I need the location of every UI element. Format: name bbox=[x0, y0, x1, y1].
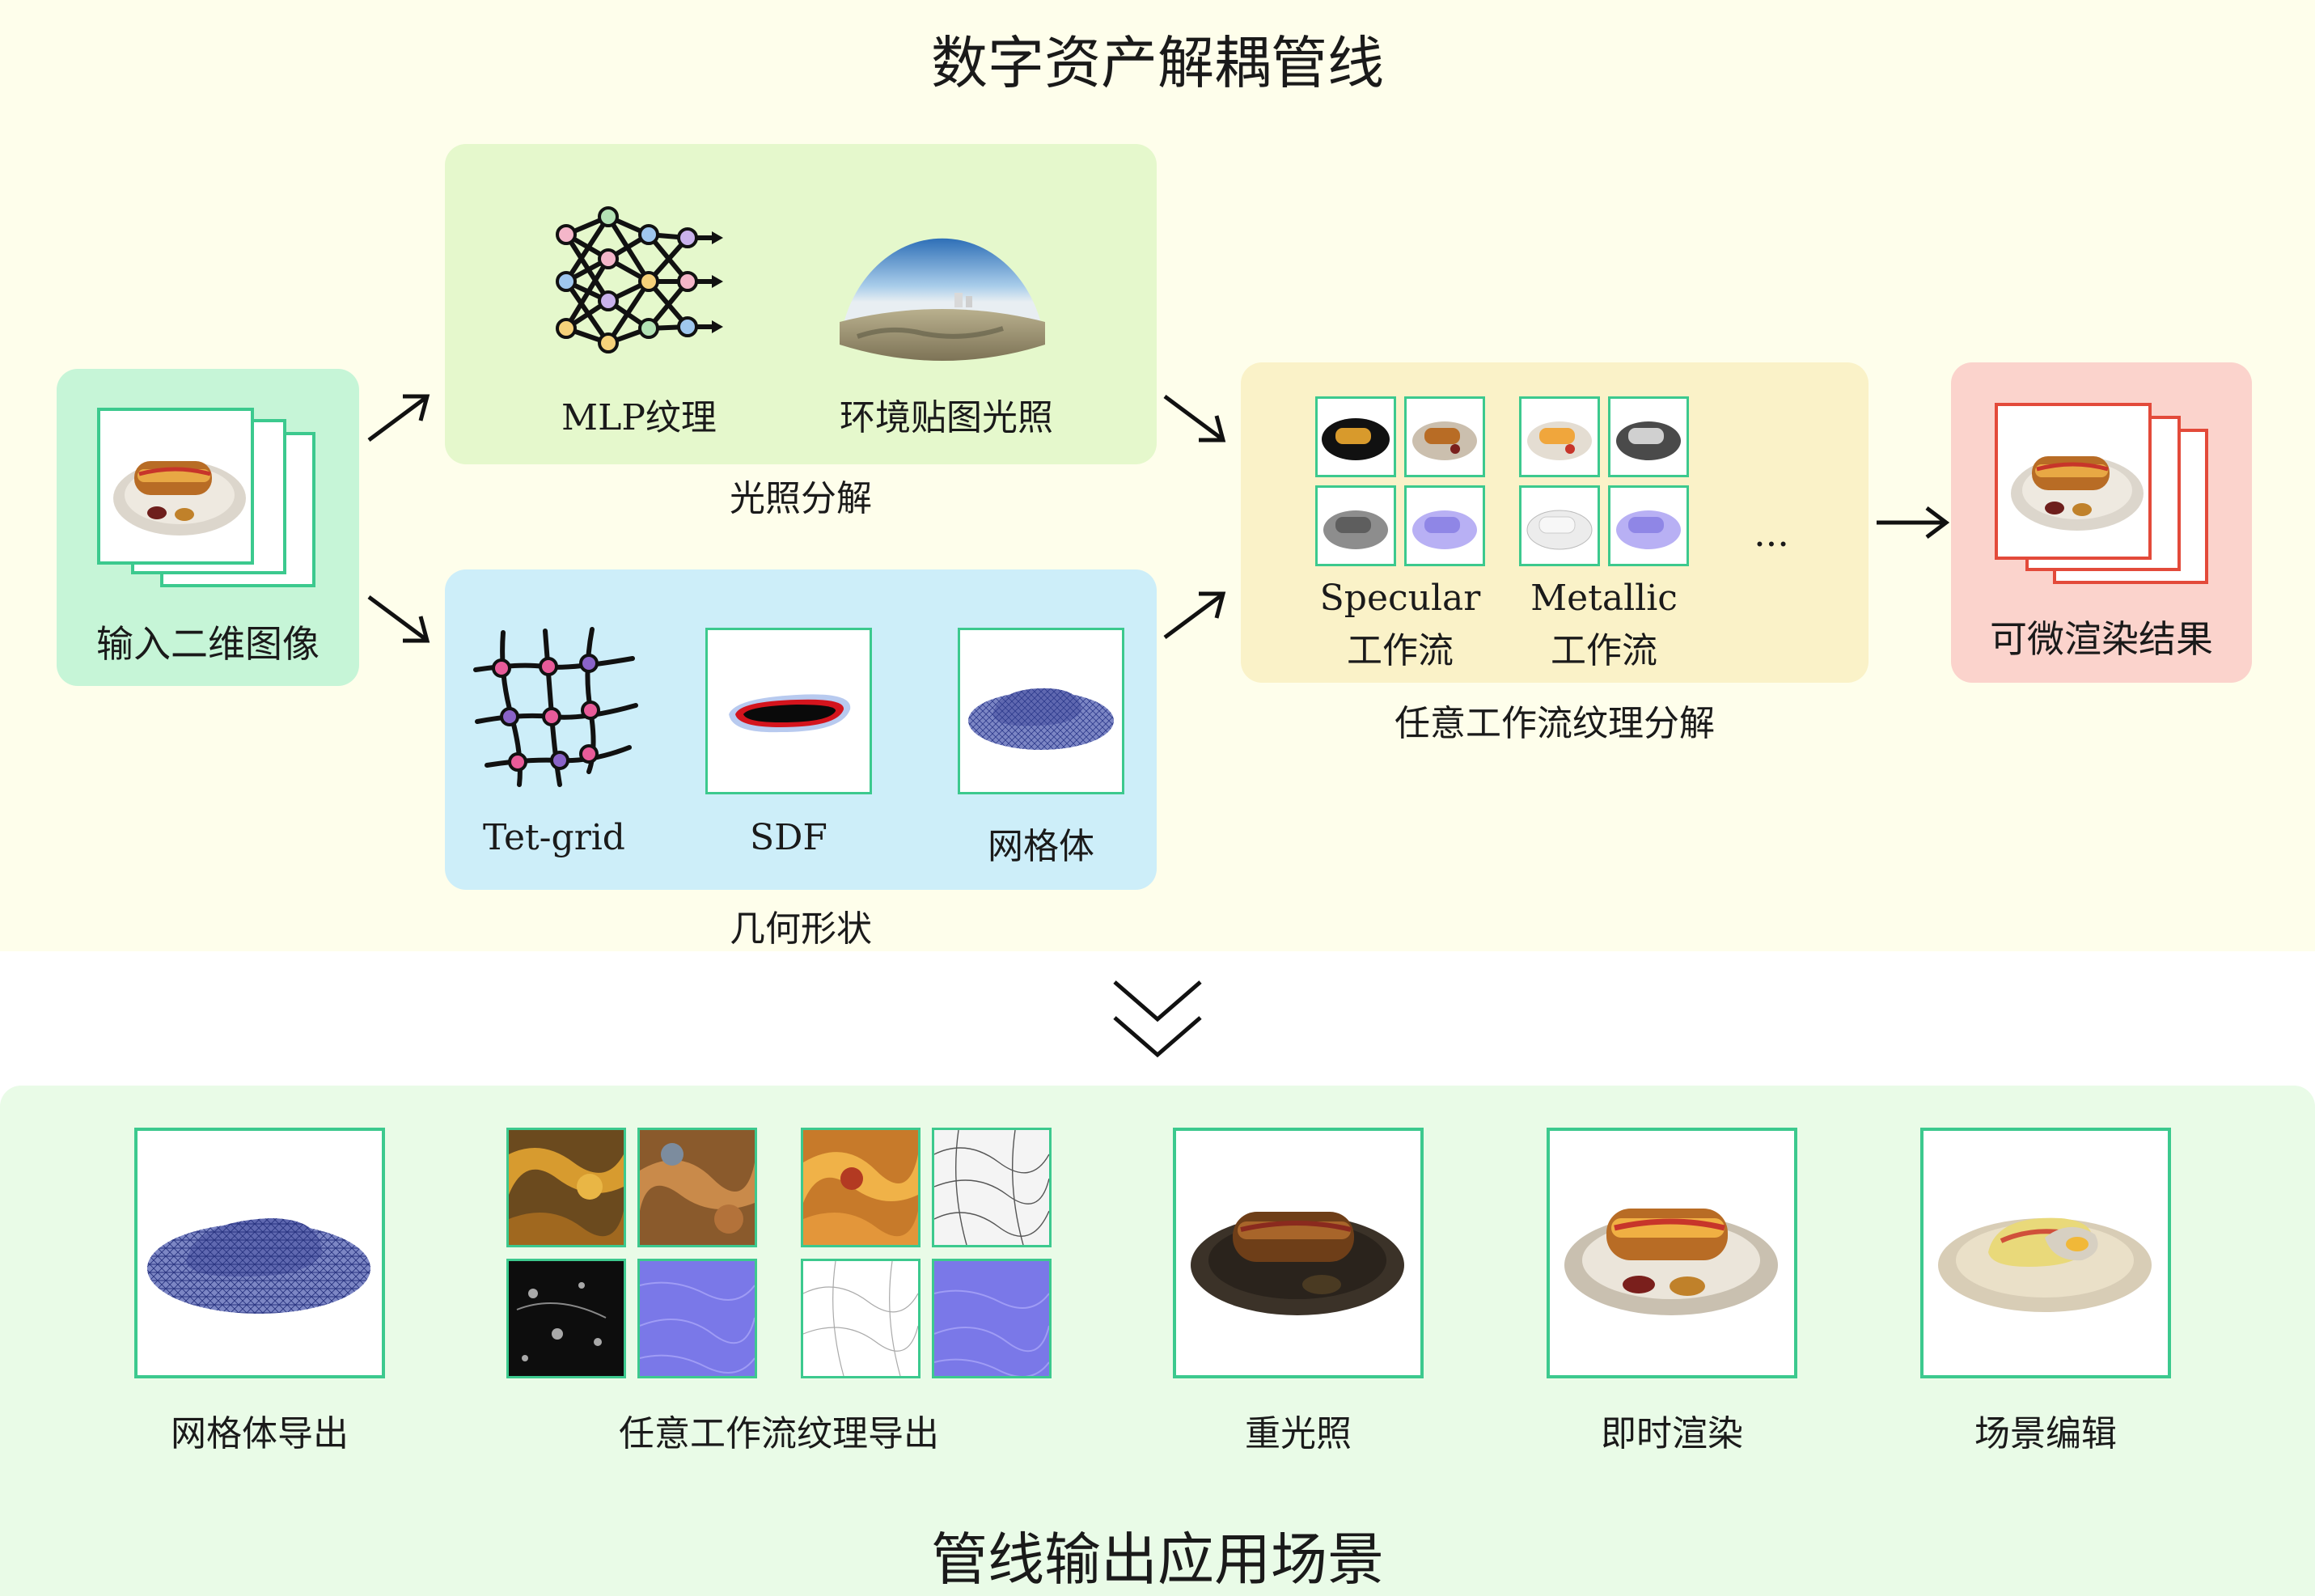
texture-export-tile-2 bbox=[637, 1128, 757, 1247]
input-image-front bbox=[97, 408, 254, 565]
sdf-label: SDF bbox=[750, 817, 827, 858]
metallic-thumb-4 bbox=[1608, 485, 1689, 566]
relighting-image bbox=[1173, 1128, 1424, 1378]
metallic-thumb-1 bbox=[1519, 396, 1600, 477]
mesh-export-label: 网格体导出 bbox=[171, 1413, 349, 1454]
texture-export-tile-4 bbox=[932, 1128, 1052, 1247]
lighting-panel bbox=[445, 144, 1157, 464]
workflow-ellipsis: ... bbox=[1754, 511, 1789, 555]
pipeline-section bbox=[0, 0, 2315, 951]
mlp-label: MLP纹理 bbox=[561, 397, 717, 438]
arrow-input-to-lighting bbox=[367, 394, 430, 442]
realtime-render-label: 即时渲染 bbox=[1601, 1413, 1743, 1454]
scene-edit-label: 场景编辑 bbox=[1974, 1413, 2117, 1454]
texture-export-tile-8 bbox=[932, 1259, 1052, 1378]
tet-grid-icon bbox=[473, 627, 638, 787]
result-label: 可微渲染结果 bbox=[1990, 617, 2213, 661]
specular-thumb-4 bbox=[1404, 485, 1485, 566]
texture-export-tile-6 bbox=[637, 1259, 757, 1378]
pipeline-title: 数字资产解耦管线 bbox=[931, 30, 1384, 96]
lighting-caption: 光照分解 bbox=[730, 478, 872, 519]
double-chevron-down-icon bbox=[1113, 980, 1202, 1058]
geometry-caption: 几何形状 bbox=[730, 908, 872, 950]
texture-export-tile-5 bbox=[506, 1259, 626, 1378]
result-image-front bbox=[1995, 403, 2152, 560]
metallic-thumb-3 bbox=[1519, 485, 1600, 566]
texture-export-tile-7 bbox=[801, 1259, 920, 1378]
input-label: 输入二维图像 bbox=[96, 622, 320, 666]
realtime-render-image bbox=[1547, 1128, 1797, 1378]
arrow-input-to-geometry bbox=[367, 595, 430, 643]
specular-thumb-1 bbox=[1315, 396, 1396, 477]
mesh-export-image bbox=[134, 1128, 385, 1378]
sdf-image bbox=[705, 628, 872, 794]
texture-export-label: 任意工作流纹理导出 bbox=[619, 1413, 939, 1454]
texture-export-tile-3 bbox=[801, 1128, 920, 1247]
mesh-image bbox=[958, 628, 1124, 794]
tet-grid-label: Tet-grid bbox=[483, 817, 625, 858]
specular-label-line1: Specular bbox=[1319, 578, 1481, 619]
metallic-label-line2: 工作流 bbox=[1551, 630, 1657, 671]
relighting-label: 重光照 bbox=[1245, 1413, 1352, 1454]
texture-export-tile-1 bbox=[506, 1128, 626, 1247]
specular-label-line2: 工作流 bbox=[1347, 630, 1454, 671]
specular-thumb-2 bbox=[1404, 396, 1485, 477]
outputs-title: 管线输出应用场景 bbox=[931, 1526, 1384, 1593]
arrow-geometry-to-texture bbox=[1163, 591, 1226, 640]
arrow-lighting-to-texture bbox=[1163, 394, 1226, 442]
env-map-label: 环境贴图光照 bbox=[840, 397, 1053, 438]
metallic-label-line1: Metallic bbox=[1530, 578, 1678, 619]
mlp-network-icon bbox=[556, 206, 723, 353]
specular-thumb-3 bbox=[1315, 485, 1396, 566]
metallic-thumb-2 bbox=[1608, 396, 1689, 477]
scene-edit-image bbox=[1920, 1128, 2171, 1378]
environment-map-dome bbox=[840, 238, 1045, 361]
mesh-label: 网格体 bbox=[988, 826, 1094, 867]
texture-caption: 任意工作流纹理分解 bbox=[1395, 703, 1715, 744]
arrow-texture-to-result bbox=[1877, 506, 1950, 539]
